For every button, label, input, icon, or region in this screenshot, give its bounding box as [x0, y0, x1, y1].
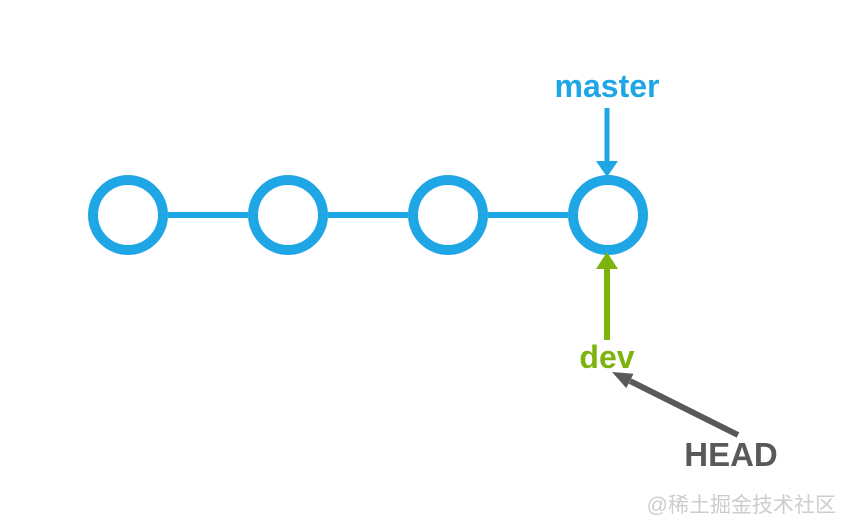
commit-node: [88, 175, 168, 255]
head-pointer: HEAD: [612, 372, 778, 473]
master-arrowhead-icon: [596, 161, 618, 177]
commit-chain: [88, 175, 648, 255]
commit-node: [568, 175, 648, 255]
dev-branch-label: dev: [579, 339, 634, 375]
head-arrowhead-icon: [612, 372, 634, 389]
dev-pointer: dev: [579, 252, 635, 375]
master-branch-label: master: [555, 68, 660, 104]
watermark-text: @稀土掘金技术社区: [647, 494, 836, 517]
head-arrow-shaft: [628, 378, 740, 438]
commit-node: [248, 175, 328, 255]
head-label: HEAD: [684, 436, 778, 473]
dev-arrowhead-icon: [596, 252, 618, 269]
commit-node: [408, 175, 488, 255]
master-pointer: master: [555, 68, 660, 177]
